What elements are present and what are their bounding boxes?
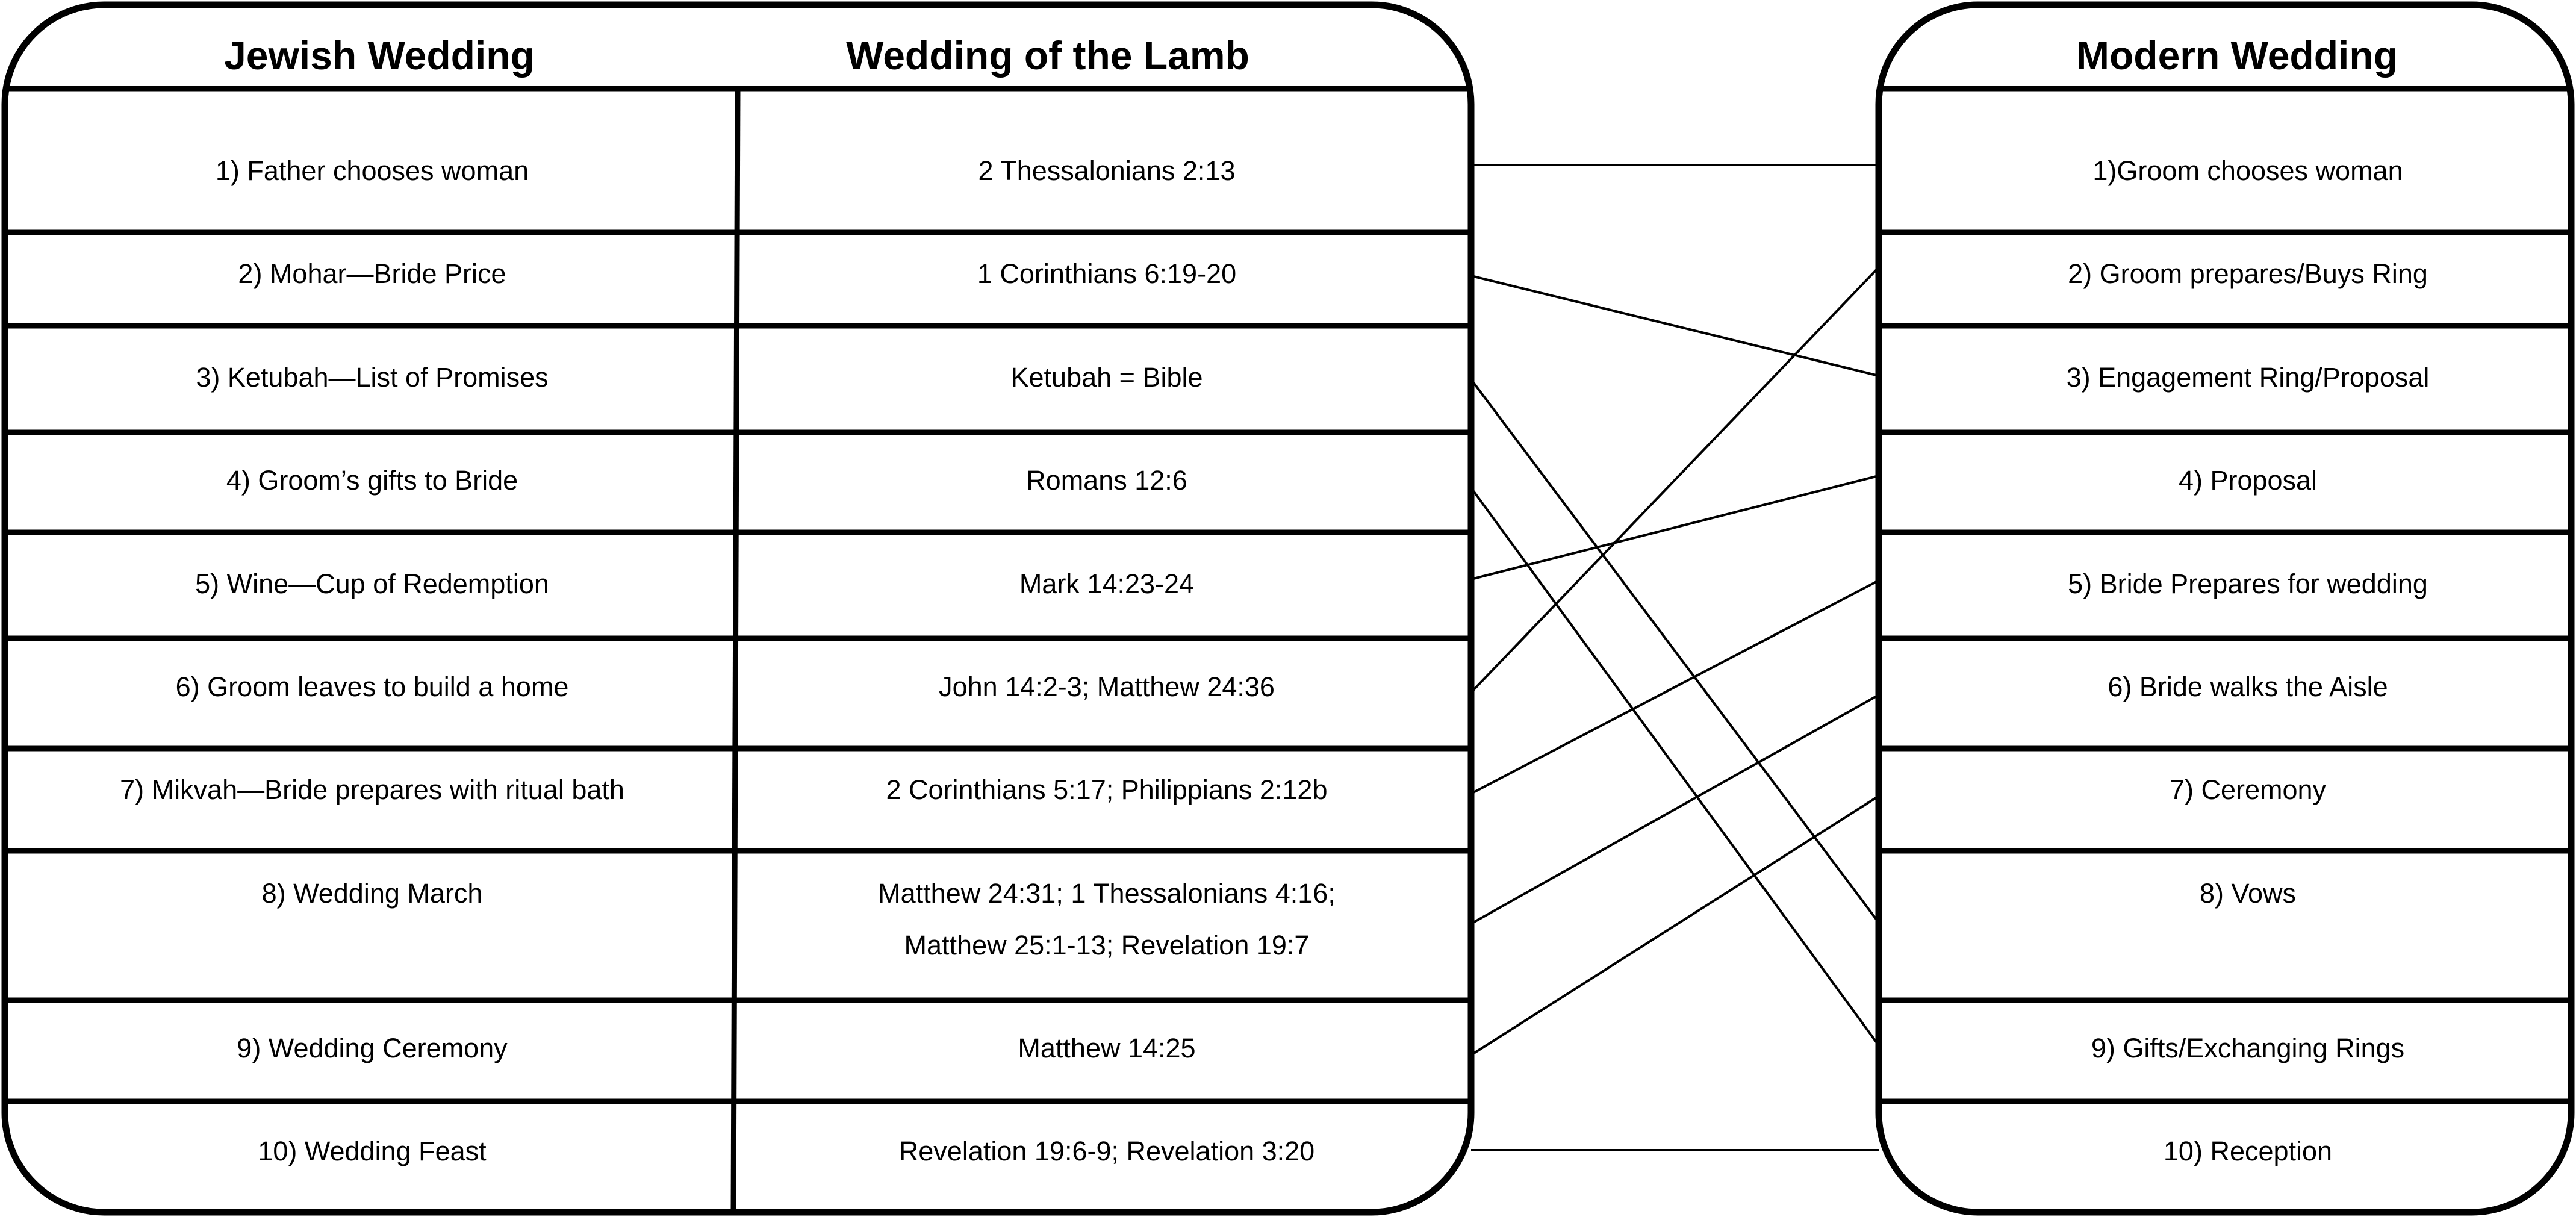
jewish-row-4: 4) Groom’s gifts to Bride [226,465,518,496]
lamb-row-8-line-1: Matthew 24:31; 1 Thessalonians 4:16; [878,878,1336,909]
right-table-grid [1879,86,2571,1104]
connector-line-2-to-3 [1470,275,1879,377]
modern-wedding-column: 1)Groom chooses woman 2) Groom prepares/… [2067,155,2430,1166]
connector-line-6-to-2 [1470,266,1880,694]
lamb-row-4: Romans 12:6 [1026,465,1187,496]
lamb-row-2: 1 Corinthians 6:19-20 [977,258,1236,289]
modern-row-8: 8) Vows [2200,878,2296,909]
header-modern-wedding: Modern Wedding [2076,33,2398,78]
lamb-row-10: Revelation 19:6-9; Revelation 3:20 [899,1136,1314,1166]
header-jewish-wedding: Jewish Wedding [224,33,535,78]
modern-row-4: 4) Proposal [2179,465,2317,496]
modern-row-5: 5) Bride Prepares for wedding [2068,568,2428,599]
lamb-row-7: 2 Corinthians 5:17; Philippians 2:12b [886,774,1328,805]
connector-line-9-to-7 [1470,795,1880,1056]
right-table-frame [1875,1,2575,1216]
connector-line-5-to-4 [1470,475,1879,580]
connector-line-3-to-8 [1470,378,1880,924]
jewish-row-10: 10) Wedding Feast [258,1136,487,1166]
header-wedding-of-the-lamb: Wedding of the Lamb [846,33,1249,78]
modern-row-6: 6) Bride walks the Aisle [2108,671,2388,702]
jewish-wedding-column: 1) Father chooses woman 2) Mohar—Bride P… [120,155,624,1166]
connector-line-7-to-5 [1470,579,1879,795]
modern-row-7: 7) Ceremony [2170,774,2327,805]
lamb-column: 2 Thessalonians 2:13 1 Corinthians 6:19-… [878,155,1336,1166]
jewish-row-6: 6) Groom leaves to build a home [176,671,569,702]
left-table-grid [5,86,1471,1213]
modern-row-9: 9) Gifts/Exchanging Rings [2091,1033,2404,1063]
jewish-row-2: 2) Mohar—Bride Price [238,258,506,289]
modern-row-3: 3) Engagement Ring/Proposal [2067,362,2430,393]
connector-line-8-to-6 [1470,694,1879,925]
jewish-row-9: 9) Wedding Ceremony [237,1033,508,1063]
jewish-row-3: 3) Ketubah—List of Promises [196,362,548,393]
lamb-row-6: John 14:2-3; Matthew 24:36 [939,671,1275,702]
connector-line-4-to-9 [1470,487,1880,1047]
lamb-row-8-line-2: Matthew 25:1-13; Revelation 19:7 [904,930,1310,960]
lamb-row-9: Matthew 14:25 [1018,1033,1195,1063]
modern-row-10: 10) Reception [2164,1136,2332,1166]
modern-row-1: 1)Groom chooses woman [2092,155,2403,186]
modern-row-2: 2) Groom prepares/Buys Ring [2068,258,2428,289]
connector-lines [1470,164,1880,1151]
jewish-row-5: 5) Wine—Cup of Redemption [195,568,549,599]
jewish-row-7: 7) Mikvah—Bride prepares with ritual bat… [120,774,624,805]
lamb-row-3: Ketubah = Bible [1011,362,1203,393]
left-table-frame [1,1,1475,1216]
lamb-row-5: Mark 14:23-24 [1019,568,1194,599]
lamb-row-1: 2 Thessalonians 2:13 [978,155,1236,186]
jewish-row-8: 8) Wedding March [262,878,483,909]
jewish-row-1: 1) Father chooses woman [216,155,529,186]
